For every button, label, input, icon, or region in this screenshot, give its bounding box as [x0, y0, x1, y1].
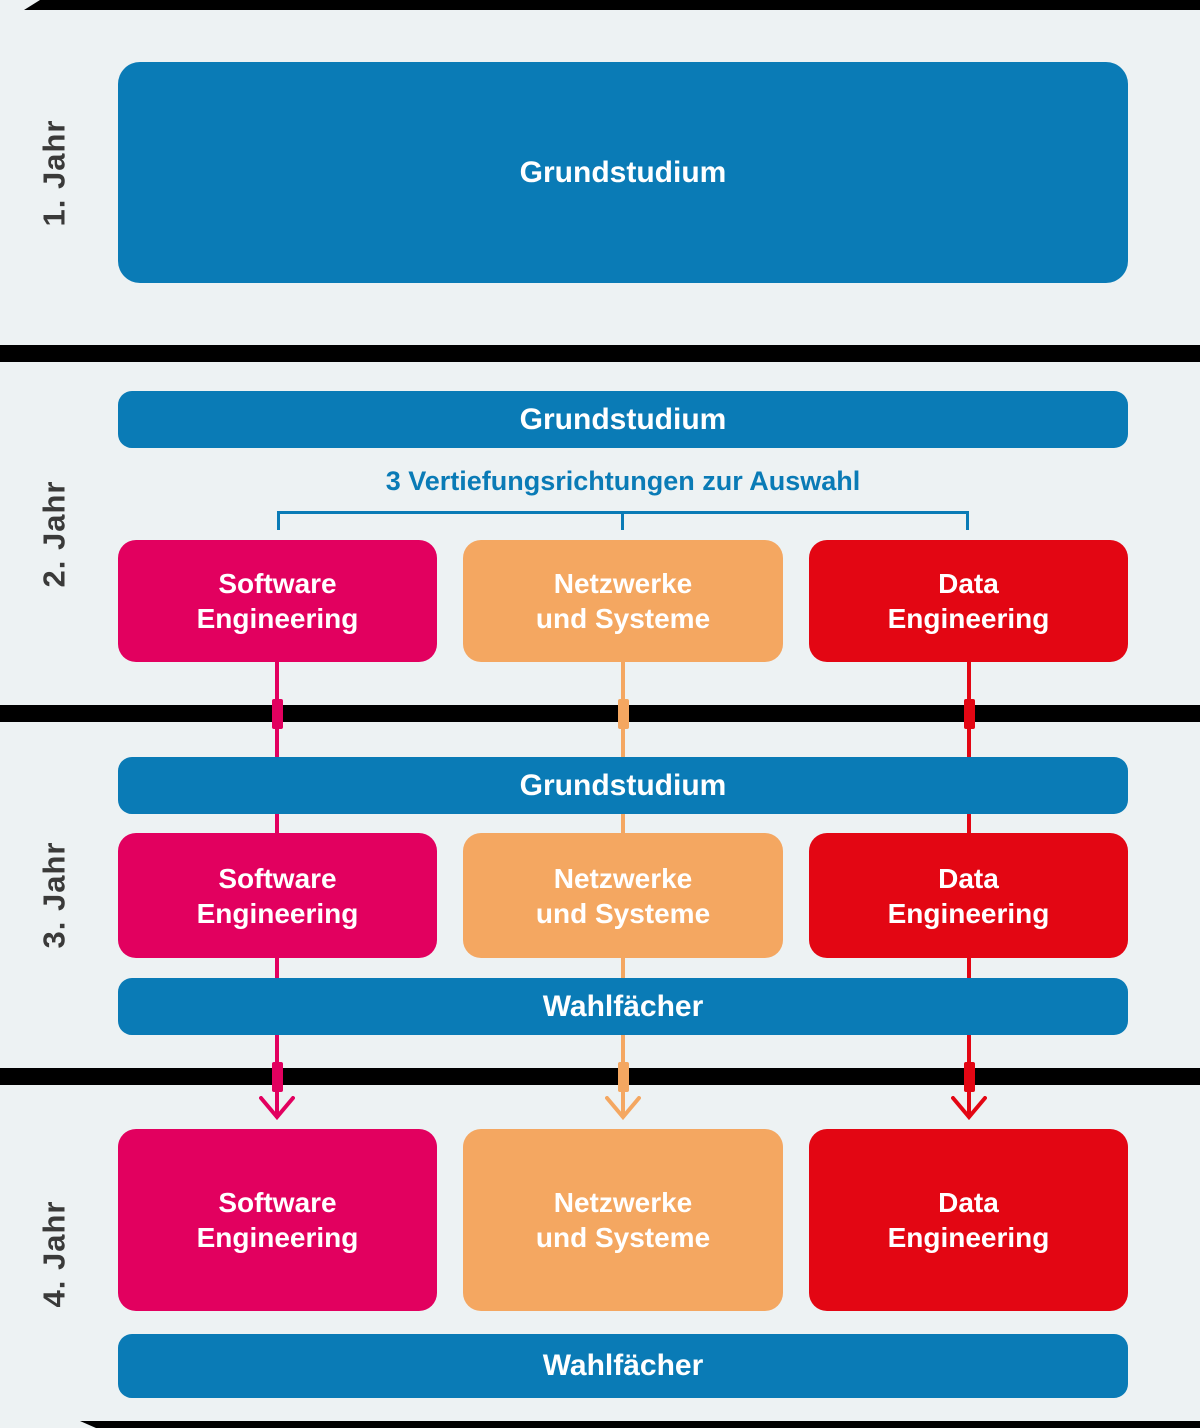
year-2-label: 2. Jahr	[35, 480, 71, 587]
box-label-line1: Netzwerke	[553, 862, 693, 894]
software-divider-notch-2	[272, 1062, 283, 1092]
data-divider-notch-1	[964, 699, 975, 729]
box-label-line2: Engineering	[887, 1222, 1050, 1253]
year-1-label-column: 1. Jahr	[0, 0, 108, 345]
year-4-label-column: 4. Jahr	[0, 1086, 108, 1421]
box-label-line2: Engineering	[887, 897, 1050, 929]
year4-software-engineering-box: Software Engineering	[118, 1129, 437, 1311]
box-label-line1: Netzwerke	[553, 1187, 693, 1218]
box-label-line1: Software	[218, 1187, 337, 1218]
year2-netzwerke-systeme-box: Netzwerke und Systeme	[463, 540, 783, 662]
vertiefungen-caption: 3 Vertiefungsrichtungen zur Auswahl	[385, 466, 861, 496]
year2-grundstudium-label: Grundstudium	[519, 402, 727, 436]
box-label-line2: Engineering	[196, 603, 359, 634]
year4-wahlfaecher-label: Wahlfächer	[542, 1349, 704, 1382]
year2-grundstudium-bar: Grundstudium	[118, 391, 1128, 448]
box-label-line1: Netzwerke	[553, 568, 693, 599]
box-label-line2: Engineering	[196, 1222, 359, 1253]
box-label-line2: und Systeme	[535, 1222, 711, 1253]
netzwerke-divider-notch-2	[618, 1062, 629, 1092]
bottom-edge-divider	[80, 1421, 1200, 1428]
year2-data-engineering-box: Data Engineering	[809, 540, 1128, 662]
box-label-line1: Software	[218, 862, 337, 894]
year3-software-engineering-box: Software Engineering	[118, 833, 437, 958]
year3-wahlfaecher-label: Wahlfächer	[542, 989, 704, 1023]
year-3-label: 3. Jahr	[35, 841, 71, 949]
netzwerke-divider-notch-1	[618, 699, 629, 729]
year-3-label-column: 3. Jahr	[0, 722, 108, 1068]
year4-data-engineering-box: Data Engineering	[809, 1129, 1128, 1311]
year1-grundstudium-label: Grundstudium	[519, 155, 727, 189]
year3-wahlfaecher-bar: Wahlfächer	[118, 978, 1128, 1035]
netzwerke-track-down-arrow-icon	[605, 1096, 641, 1120]
top-edge-divider	[24, 0, 1200, 10]
box-label-line1: Data	[938, 1187, 999, 1218]
box-label-line1: Data	[938, 862, 999, 894]
bracket-tick-right	[966, 511, 969, 530]
year1-grundstudium-box: Grundstudium	[118, 62, 1128, 283]
year-divider-1-2	[0, 345, 1200, 362]
box-label-line1: Software	[218, 568, 337, 599]
year-2-label-column: 2. Jahr	[0, 362, 108, 705]
software-track-down-arrow-icon	[259, 1096, 295, 1120]
year3-netzwerke-systeme-box: Netzwerke und Systeme	[463, 833, 783, 958]
data-divider-notch-2	[964, 1062, 975, 1092]
year-4-label: 4. Jahr	[35, 1200, 71, 1307]
box-label-line2: und Systeme	[535, 603, 711, 634]
year-divider-3-4	[0, 1068, 1200, 1085]
year-divider-2-3	[0, 705, 1200, 722]
year-1-label: 1. Jahr	[35, 119, 71, 226]
year4-wahlfaecher-bar: Wahlfächer	[118, 1334, 1128, 1398]
box-label-line2: Engineering	[887, 603, 1050, 634]
software-divider-notch-1	[272, 699, 283, 729]
box-label-line1: Data	[938, 568, 999, 599]
year4-netzwerke-systeme-box: Netzwerke und Systeme	[463, 1129, 783, 1311]
box-label-line2: und Systeme	[535, 897, 711, 929]
year3-data-engineering-box: Data Engineering	[809, 833, 1128, 958]
box-label-line2: Engineering	[196, 897, 359, 929]
year3-grundstudium-label: Grundstudium	[519, 768, 727, 802]
bracket-tick-left	[277, 511, 280, 530]
year3-grundstudium-bar: Grundstudium	[118, 757, 1128, 814]
bracket-tick-center	[621, 511, 624, 530]
year2-software-engineering-box: Software Engineering	[118, 540, 437, 662]
data-track-down-arrow-icon	[951, 1096, 987, 1120]
